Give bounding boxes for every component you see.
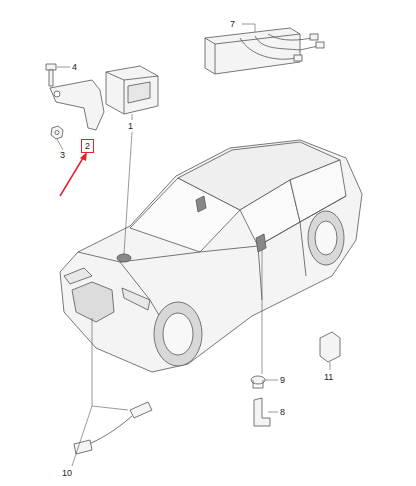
antenna-module	[205, 28, 300, 74]
callout-box: 2	[81, 139, 94, 153]
switch	[254, 398, 270, 426]
grille	[72, 282, 114, 322]
sensor	[320, 332, 340, 362]
callout-number: 7	[230, 19, 235, 29]
callout-number: 11	[324, 372, 333, 382]
callout-number: 10	[62, 468, 72, 478]
rear-wheel	[308, 211, 344, 265]
connector	[130, 402, 152, 418]
screw	[46, 64, 56, 70]
rear-door-window	[290, 160, 346, 222]
callout-number: 8	[280, 407, 285, 417]
front-door-window	[240, 180, 300, 246]
callout-number: 2	[85, 141, 90, 151]
callout-number: 3	[60, 150, 65, 160]
front-wheel	[154, 302, 202, 366]
leader-lines	[57, 24, 330, 466]
nut	[51, 126, 63, 139]
car-body	[60, 140, 362, 372]
callout-number: 1	[128, 121, 133, 131]
callout-number: 9	[280, 375, 285, 385]
callout-number: 4	[72, 62, 77, 72]
control-unit	[106, 66, 158, 114]
bracket	[50, 80, 104, 130]
